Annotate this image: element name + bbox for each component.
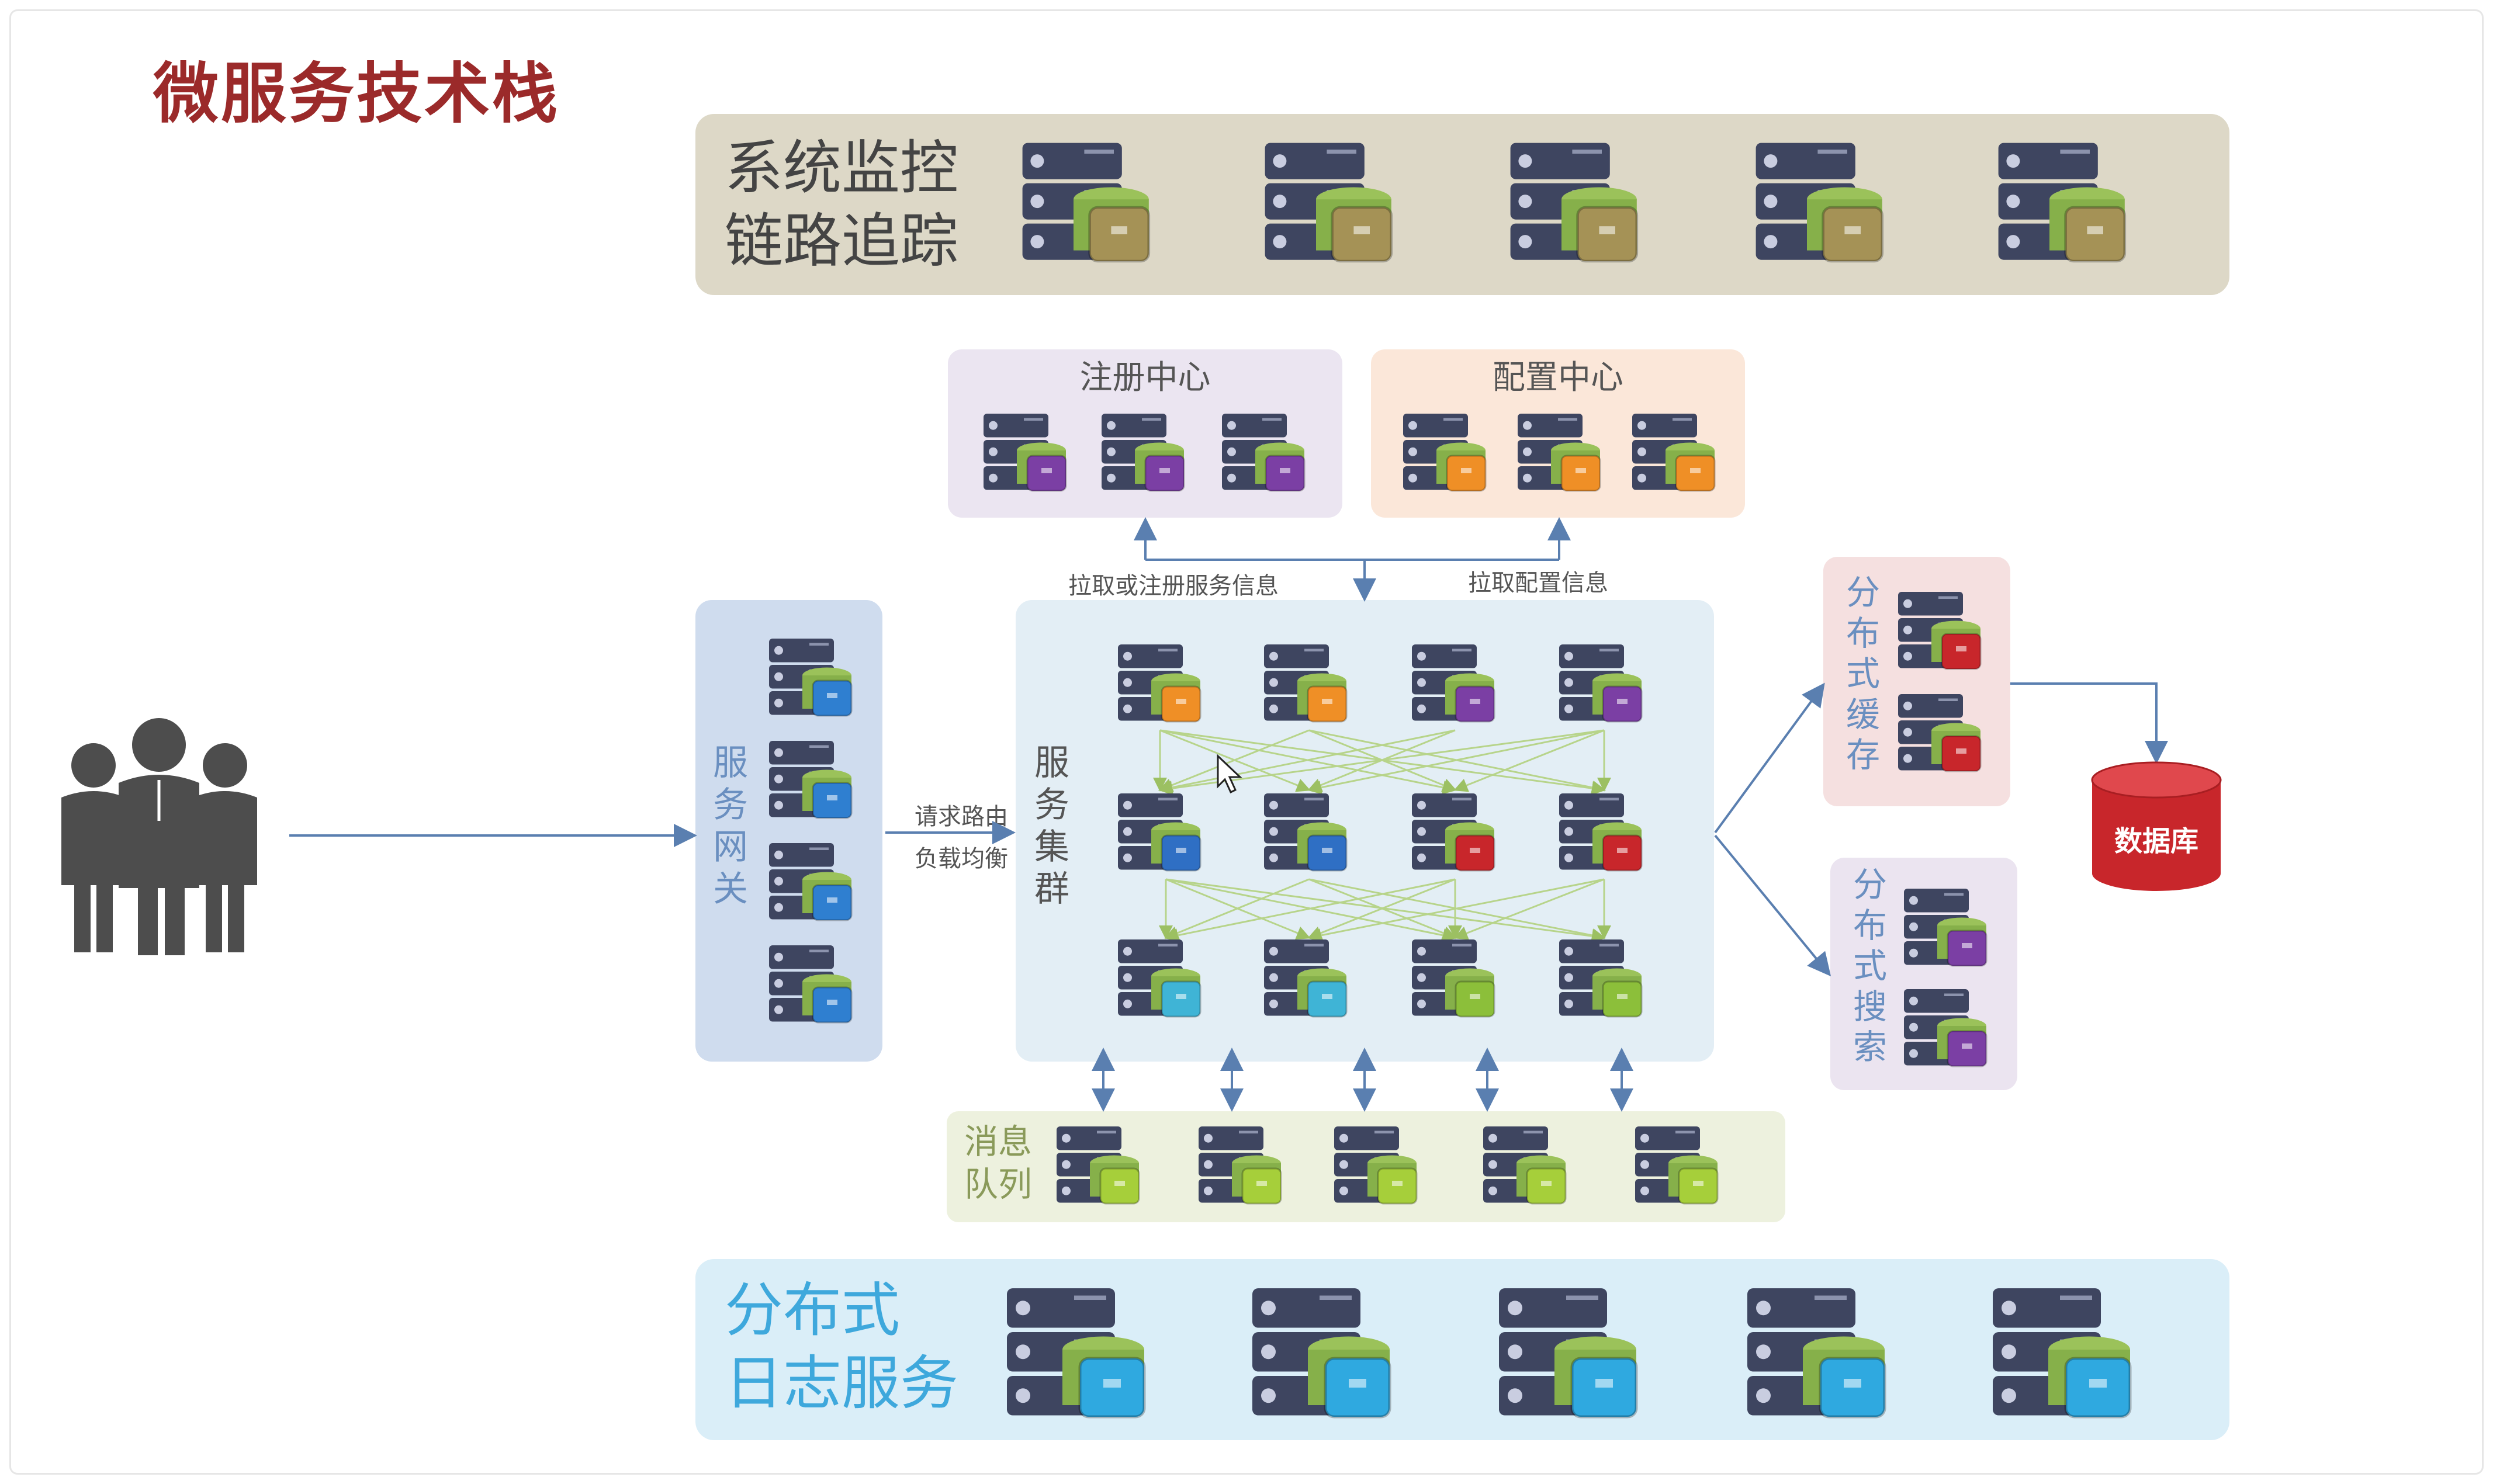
mq-server-icon xyxy=(1334,1126,1418,1205)
logging-server-icon xyxy=(1252,1288,1391,1419)
slide-frame xyxy=(9,9,2484,1475)
edge-label-pull-config: 拉取配置信息 xyxy=(1468,570,1608,597)
cluster-server-icon xyxy=(1559,644,1643,723)
database-cylinder-icon xyxy=(2091,761,2222,891)
gateway-label: 服务网关 xyxy=(713,743,748,910)
logging-server-icon xyxy=(1499,1288,1638,1419)
monitoring-server-icon xyxy=(1022,143,1151,263)
cluster-server-icon xyxy=(1559,793,1643,872)
registry-server-icon xyxy=(1102,414,1185,492)
config-label: 配置中心 xyxy=(1493,359,1623,397)
gateway-server-icon xyxy=(769,945,853,1024)
logging-server-icon xyxy=(1747,1288,1886,1419)
mouse-pointer-icon xyxy=(1217,754,1242,794)
cluster-server-icon xyxy=(1412,939,1495,1018)
mq-label-line2: 队列 xyxy=(964,1164,1033,1204)
gateway-server-icon xyxy=(769,741,853,819)
config-server-icon xyxy=(1403,414,1487,492)
cluster-server-icon xyxy=(1118,939,1202,1018)
monitoring-server-icon xyxy=(1998,143,2127,263)
edge-label-pull-register: 拉取或注册服务信息 xyxy=(1068,573,1279,599)
edge-label-load-balance: 负载均衡 xyxy=(915,845,1008,872)
cluster-server-icon xyxy=(1264,939,1348,1018)
logging-panel xyxy=(695,1259,2229,1440)
cache-server-icon xyxy=(1898,592,1982,670)
arrow-cluster-cache xyxy=(1714,682,1825,834)
logging-server-icon xyxy=(1007,1288,1146,1419)
monitoring-panel xyxy=(695,114,2229,295)
cluster-server-icon xyxy=(1264,793,1348,872)
registry-server-icon xyxy=(1222,414,1306,492)
mq-label: 消息 队列 xyxy=(964,1121,1032,1205)
monitoring-label-line2: 链路追踪 xyxy=(725,207,958,275)
people-group-icon xyxy=(61,718,257,955)
arrow-cache-database xyxy=(2010,682,2168,764)
monitoring-label: 系统监控 链路追踪 xyxy=(725,131,958,278)
cluster-server-icon xyxy=(1559,939,1643,1018)
monitoring-server-icon xyxy=(1756,143,1884,263)
registry-server-icon xyxy=(984,414,1067,492)
monitoring-server-icon xyxy=(1510,143,1639,263)
logging-label-line2: 日志服务 xyxy=(725,1349,958,1417)
page-title: 微服务技术栈 xyxy=(153,56,560,132)
config-server-icon xyxy=(1518,414,1601,492)
monitoring-label-line1: 系统监控 xyxy=(725,134,958,202)
logging-server-icon xyxy=(1993,1288,2132,1419)
gateway-server-icon xyxy=(769,639,853,717)
logging-label-line1: 分布式 xyxy=(725,1276,900,1344)
cache-server-icon xyxy=(1898,694,1982,772)
mq-server-icon xyxy=(1199,1126,1282,1205)
cluster-label: 服务集群 xyxy=(1034,743,1069,910)
mq-server-icon xyxy=(1635,1126,1719,1205)
logging-label: 分布式 日志服务 xyxy=(725,1274,958,1420)
monitoring-server-icon xyxy=(1265,143,1393,263)
cluster-server-icon xyxy=(1412,793,1495,872)
gateway-server-icon xyxy=(769,843,853,921)
cluster-server-icon xyxy=(1412,644,1495,723)
arrow-cluster-search xyxy=(1714,834,1831,977)
search-label: 分布式搜索 xyxy=(1853,865,1887,1067)
search-server-icon xyxy=(1904,989,1988,1067)
cluster-server-icon xyxy=(1264,644,1348,723)
database-label: 数据库 xyxy=(2114,825,2198,858)
mq-label-line1: 消息 xyxy=(964,1122,1033,1161)
mq-server-icon xyxy=(1483,1126,1567,1205)
cluster-mesh xyxy=(1153,729,1611,944)
mq-server-icon xyxy=(1057,1126,1140,1205)
cache-label: 分布式缓存 xyxy=(1845,573,1880,775)
cluster-server-icon xyxy=(1118,644,1202,723)
config-server-icon xyxy=(1632,414,1716,492)
registry-label: 注册中心 xyxy=(1079,359,1211,397)
search-server-icon xyxy=(1904,889,1988,967)
cluster-server-icon xyxy=(1118,793,1202,872)
